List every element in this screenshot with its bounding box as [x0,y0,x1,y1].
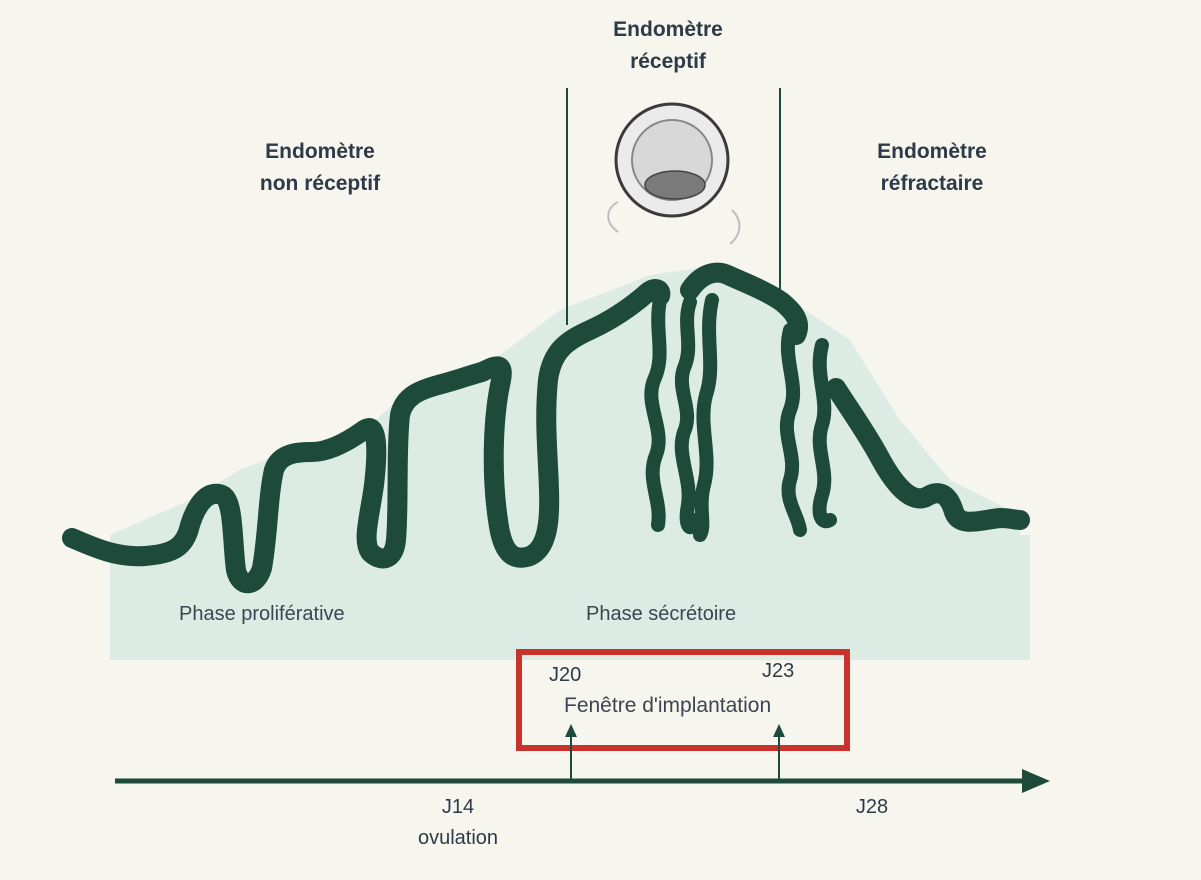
label-ovulation-day: J14 ovulation [398,792,518,854]
tissue-gland-1 [644,293,667,532]
header-non-receptive-line1: Endomètre [265,140,375,163]
label-proliferative-phase: Phase proliférative [179,603,345,625]
tissue-crown [680,262,808,345]
return-arrow-left [607,201,619,233]
header-refractory: Endomètre réfractaire [842,136,1022,200]
header-receptive: Endomètre réceptif [578,14,758,78]
label-j20: J20 [549,664,582,686]
tissue-gland-3 [693,293,719,542]
endometrium-tissue [62,262,1030,594]
header-refractory-line2: réfractaire [880,172,984,195]
label-j23: J23 [762,660,795,682]
label-ovulation: ovulation [417,827,499,849]
return-arrow-right [729,209,741,245]
marker-j23-arrowhead [773,724,785,737]
tissue-right-slope [826,378,1030,532]
label-secretory-phase: Phase sécrétoire [586,603,737,625]
header-refractory-line1: Endomètre [877,140,987,163]
inner-cell-mass [644,170,706,200]
timeline-arrowhead [1022,769,1050,793]
implantation-window-box [516,649,850,751]
header-receptive-line1: Endomètre [613,18,723,41]
label-implantation-window: Fenêtre d'implantation [564,694,772,717]
header-non-receptive: Endomètre non réceptif [230,136,410,200]
label-j14: J14 [441,796,475,818]
tissue-gland-2 [674,295,703,535]
tissue-gland-5 [812,338,837,529]
header-non-receptive-line2: non réceptif [259,172,381,195]
blastocyst-illustration [607,102,741,245]
tissue-main-wave [62,279,671,594]
header-receptive-line2: réceptif [630,50,706,73]
label-j28: J28 [855,796,889,818]
tissue-gland-4 [779,323,807,537]
marker-j20-arrowhead [565,724,577,737]
